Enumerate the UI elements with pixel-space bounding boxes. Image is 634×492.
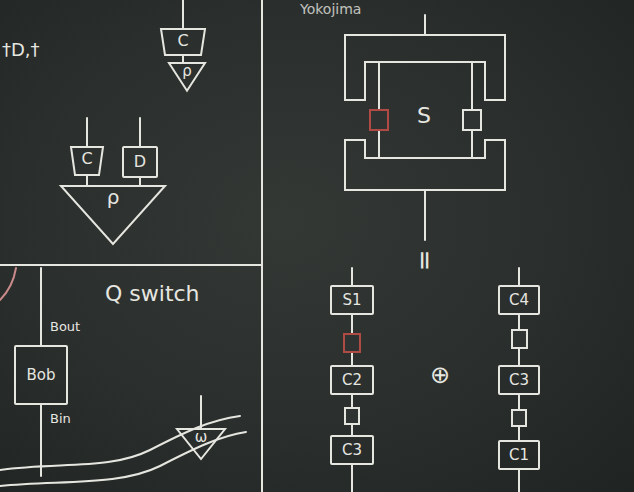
divider-line [0,264,262,266]
small-box [512,410,526,426]
state-triangle: ρ [60,185,166,245]
comb-box: C3 [498,365,540,395]
wire [139,118,141,146]
wire-name: Bin [50,412,71,426]
swap-symbol: S [417,104,431,128]
state-triangle: ρ [168,62,206,92]
box-text: ω [195,429,208,446]
small-box [512,330,527,348]
wire [424,15,426,35]
small-box [345,408,359,424]
comb-box: C1 [498,440,540,470]
band-edge [0,432,246,486]
comb-box: S1 [330,285,374,315]
small-box [463,110,481,130]
wire-connector [139,178,141,185]
box-text: Bob [27,367,56,384]
wire [518,268,520,285]
process-box: Bob [14,345,68,405]
box-text: C3 [509,372,529,389]
wire-name: Bout [50,320,80,334]
box-text: ρ [182,63,192,80]
wire [40,268,42,345]
equals-sign: = [411,249,440,271]
wire [378,62,380,110]
wire [351,268,353,285]
box-text: C1 [509,447,529,464]
box-text: C2 [342,372,362,389]
wire-connector [182,56,184,62]
wire [424,190,426,240]
box-text: C [81,150,92,168]
box-text: D [134,153,146,171]
wire [86,118,88,146]
box-text: C [177,32,188,50]
wire-connector [86,176,88,185]
comb-box: C4 [498,285,540,315]
wire [182,0,184,28]
state-triangle: ω [176,428,226,460]
trapezoid-box: C [160,28,206,56]
wire [518,470,520,492]
heading-note: Yokojima [300,2,361,17]
comb-box: C3 [330,435,374,465]
wire [0,268,16,300]
trapezoid-box: C [70,146,104,176]
box-text: S1 [342,292,361,309]
box-text: ρ [107,186,120,208]
band-edge [0,416,240,470]
comb-upper [345,35,505,100]
wire [200,396,202,428]
divider-line [261,0,263,492]
dagger-note: †D,† [2,40,40,60]
red-box [344,334,360,352]
box-text: C3 [342,442,362,459]
box-text: C4 [509,292,529,309]
process-box: D [122,146,158,178]
wire [351,465,353,492]
comb-box: C2 [330,365,374,395]
wire [471,130,473,158]
red-box [370,110,388,130]
wire [471,62,473,110]
direct-sum-symbol: ⊕ [430,362,450,388]
comb-lower [345,140,505,190]
wire [378,130,380,158]
wire [40,405,42,476]
section-title: Q switch [105,282,200,306]
